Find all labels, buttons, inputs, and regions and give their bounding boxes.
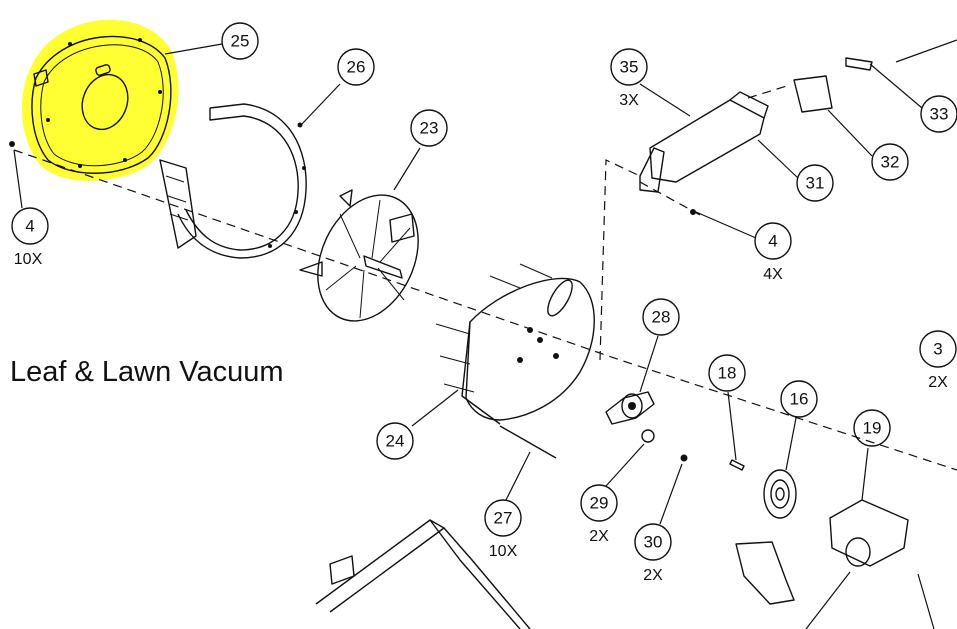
callout-24: 24	[376, 422, 414, 460]
svg-text:10X: 10X	[489, 543, 518, 560]
assembly-axis-branch	[599, 159, 641, 361]
svg-text:30: 30	[644, 533, 663, 552]
callout-30: 30 2X	[634, 523, 672, 584]
part-33-small-bracket	[845, 57, 873, 71]
part-29-washer	[641, 429, 655, 443]
svg-text:26: 26	[347, 58, 366, 77]
svg-text:3X: 3X	[619, 92, 639, 109]
svg-text:33: 33	[930, 105, 949, 124]
part-25-housing-cover	[31, 35, 172, 174]
svg-text:32: 32	[881, 153, 900, 172]
svg-text:2X: 2X	[643, 567, 663, 584]
hardware-axis-line	[639, 181, 701, 216]
part-27-long-bolt	[499, 425, 557, 459]
callout-28: 28	[642, 298, 680, 336]
callout-4-10x: 4 10X	[11, 207, 49, 268]
part-28-bearing-flange	[605, 391, 655, 425]
part-16-pulley	[763, 469, 797, 519]
svg-text:3: 3	[933, 340, 942, 359]
svg-text:31: 31	[806, 174, 825, 193]
svg-text:4: 4	[25, 217, 34, 236]
part-4-nut	[9, 141, 15, 147]
diagram-title: Leaf & Lawn Vacuum	[10, 356, 284, 388]
svg-text:35: 35	[620, 58, 639, 77]
leader-lines	[13, 39, 957, 629]
svg-text:29: 29	[590, 494, 609, 513]
svg-text:27: 27	[494, 509, 513, 528]
callout-29: 29 2X	[580, 484, 618, 545]
assembly-axis-line	[13, 149, 957, 471]
callout-4-4x: 4 4X	[754, 222, 792, 283]
callout-35: 35 3X	[610, 48, 648, 109]
part-4-nut-chute	[690, 209, 696, 215]
part-26-housing-scroll	[159, 103, 307, 259]
callout-18: 18	[708, 354, 746, 392]
svg-text:16: 16	[790, 390, 809, 409]
callout-33: 33	[920, 95, 957, 133]
svg-text:18: 18	[718, 364, 737, 383]
svg-text:24: 24	[386, 432, 405, 451]
svg-text:25: 25	[231, 32, 250, 51]
svg-text:23: 23	[420, 119, 439, 138]
callout-3: 3 2X	[919, 330, 957, 391]
part-32-bracket	[793, 75, 833, 113]
svg-text:2X: 2X	[589, 528, 609, 545]
callout-25: 25	[221, 22, 259, 60]
callout-26: 26	[337, 48, 375, 86]
svg-text:2X: 2X	[928, 374, 948, 391]
callout-16: 16	[780, 380, 818, 418]
svg-text:19: 19	[863, 419, 882, 438]
part-25-highlight	[21, 19, 179, 182]
callout-19: 19	[853, 409, 891, 447]
part-24-back-plate	[435, 263, 595, 425]
part-31-discharge-chute	[639, 91, 769, 193]
part-18-key	[729, 459, 745, 471]
handle-axis-line	[747, 84, 791, 99]
callout-32: 32	[871, 143, 909, 181]
svg-text:4: 4	[768, 232, 777, 251]
svg-text:4X: 4X	[763, 266, 783, 283]
frame-tubing	[315, 519, 531, 629]
callout-23: 23	[410, 109, 448, 147]
svg-text:28: 28	[652, 308, 671, 327]
part-19-mount	[735, 499, 909, 605]
part-23-impeller	[299, 189, 419, 322]
callout-27: 27 10X	[484, 499, 522, 560]
callout-31: 31	[796, 164, 834, 202]
part-30-nut	[680, 454, 688, 462]
svg-text:10X: 10X	[14, 251, 43, 268]
